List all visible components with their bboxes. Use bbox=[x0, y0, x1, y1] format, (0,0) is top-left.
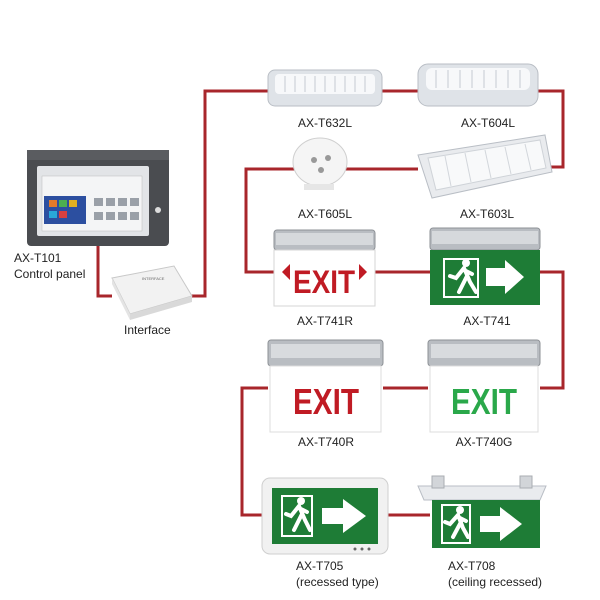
wiring-lines bbox=[96, 89, 565, 517]
arrow-right-icon bbox=[486, 260, 524, 294]
ax-t705-recessed-sign bbox=[261, 477, 389, 555]
interface-label: Interface bbox=[124, 323, 171, 337]
ax-t740g-sign-text: EXIT bbox=[451, 381, 517, 422]
ax-t604l-label: AX-T604L bbox=[461, 116, 515, 130]
ax-t740r-sign-text: EXIT bbox=[293, 381, 359, 422]
ax-t705-note: (recessed type) bbox=[296, 575, 379, 589]
wire-t604l-t603l bbox=[538, 89, 565, 169]
ax-t741r-label: AX-T741R bbox=[297, 314, 353, 328]
ax-t741r-sign-text: EXIT bbox=[293, 264, 355, 300]
wire-t605l-t741r bbox=[244, 167, 295, 274]
ax-t740r-label: AX-T740R bbox=[298, 435, 354, 449]
running-man-icon bbox=[281, 495, 313, 537]
ax-t708-label: AX-T708 bbox=[448, 559, 496, 573]
interface-device bbox=[111, 265, 193, 320]
ax-t708-ceiling-recessed-sign bbox=[417, 475, 547, 548]
ax-t705-label: AX-T705 bbox=[296, 559, 344, 573]
control-panel-device bbox=[27, 150, 169, 246]
arrow-right-icon bbox=[322, 499, 366, 533]
wire-interface-to-bus bbox=[190, 89, 268, 298]
ax-t708-note: (ceiling recessed) bbox=[448, 575, 542, 589]
ax-t605l-label: AX-T605L bbox=[298, 207, 352, 221]
ax-t603l-recessed-luminaire bbox=[417, 134, 553, 199]
running-man-icon bbox=[443, 258, 479, 298]
ax-t603l-label: AX-T603L bbox=[460, 207, 514, 221]
ax-t632l-luminaire bbox=[267, 69, 383, 107]
interface-brand: INTERFACE bbox=[142, 276, 165, 281]
ax-t605l-downlight bbox=[292, 137, 348, 190]
arrow-right-icon bbox=[480, 507, 522, 541]
ax-t632l-label: AX-T632L bbox=[298, 116, 352, 130]
control-panel-name: Control panel bbox=[14, 267, 85, 281]
ax-t741-label: AX-T741 bbox=[463, 314, 511, 328]
wire-t741-t740g bbox=[540, 270, 565, 390]
running-man-icon bbox=[441, 504, 471, 544]
ax-t740g-label: AX-T740G bbox=[456, 435, 513, 449]
wire-t740r-t705 bbox=[240, 386, 268, 517]
ax-t740r-exit-sign bbox=[267, 339, 384, 433]
wire-panel-to-interface bbox=[96, 246, 112, 298]
control-panel-model: AX-T101 bbox=[14, 251, 62, 265]
ax-t740g-exit-sign bbox=[427, 339, 541, 433]
ax-t604l-luminaire bbox=[417, 63, 539, 107]
ax-t741r-exit-sign bbox=[273, 229, 376, 307]
ax-t741-running-man-sign bbox=[429, 227, 541, 305]
